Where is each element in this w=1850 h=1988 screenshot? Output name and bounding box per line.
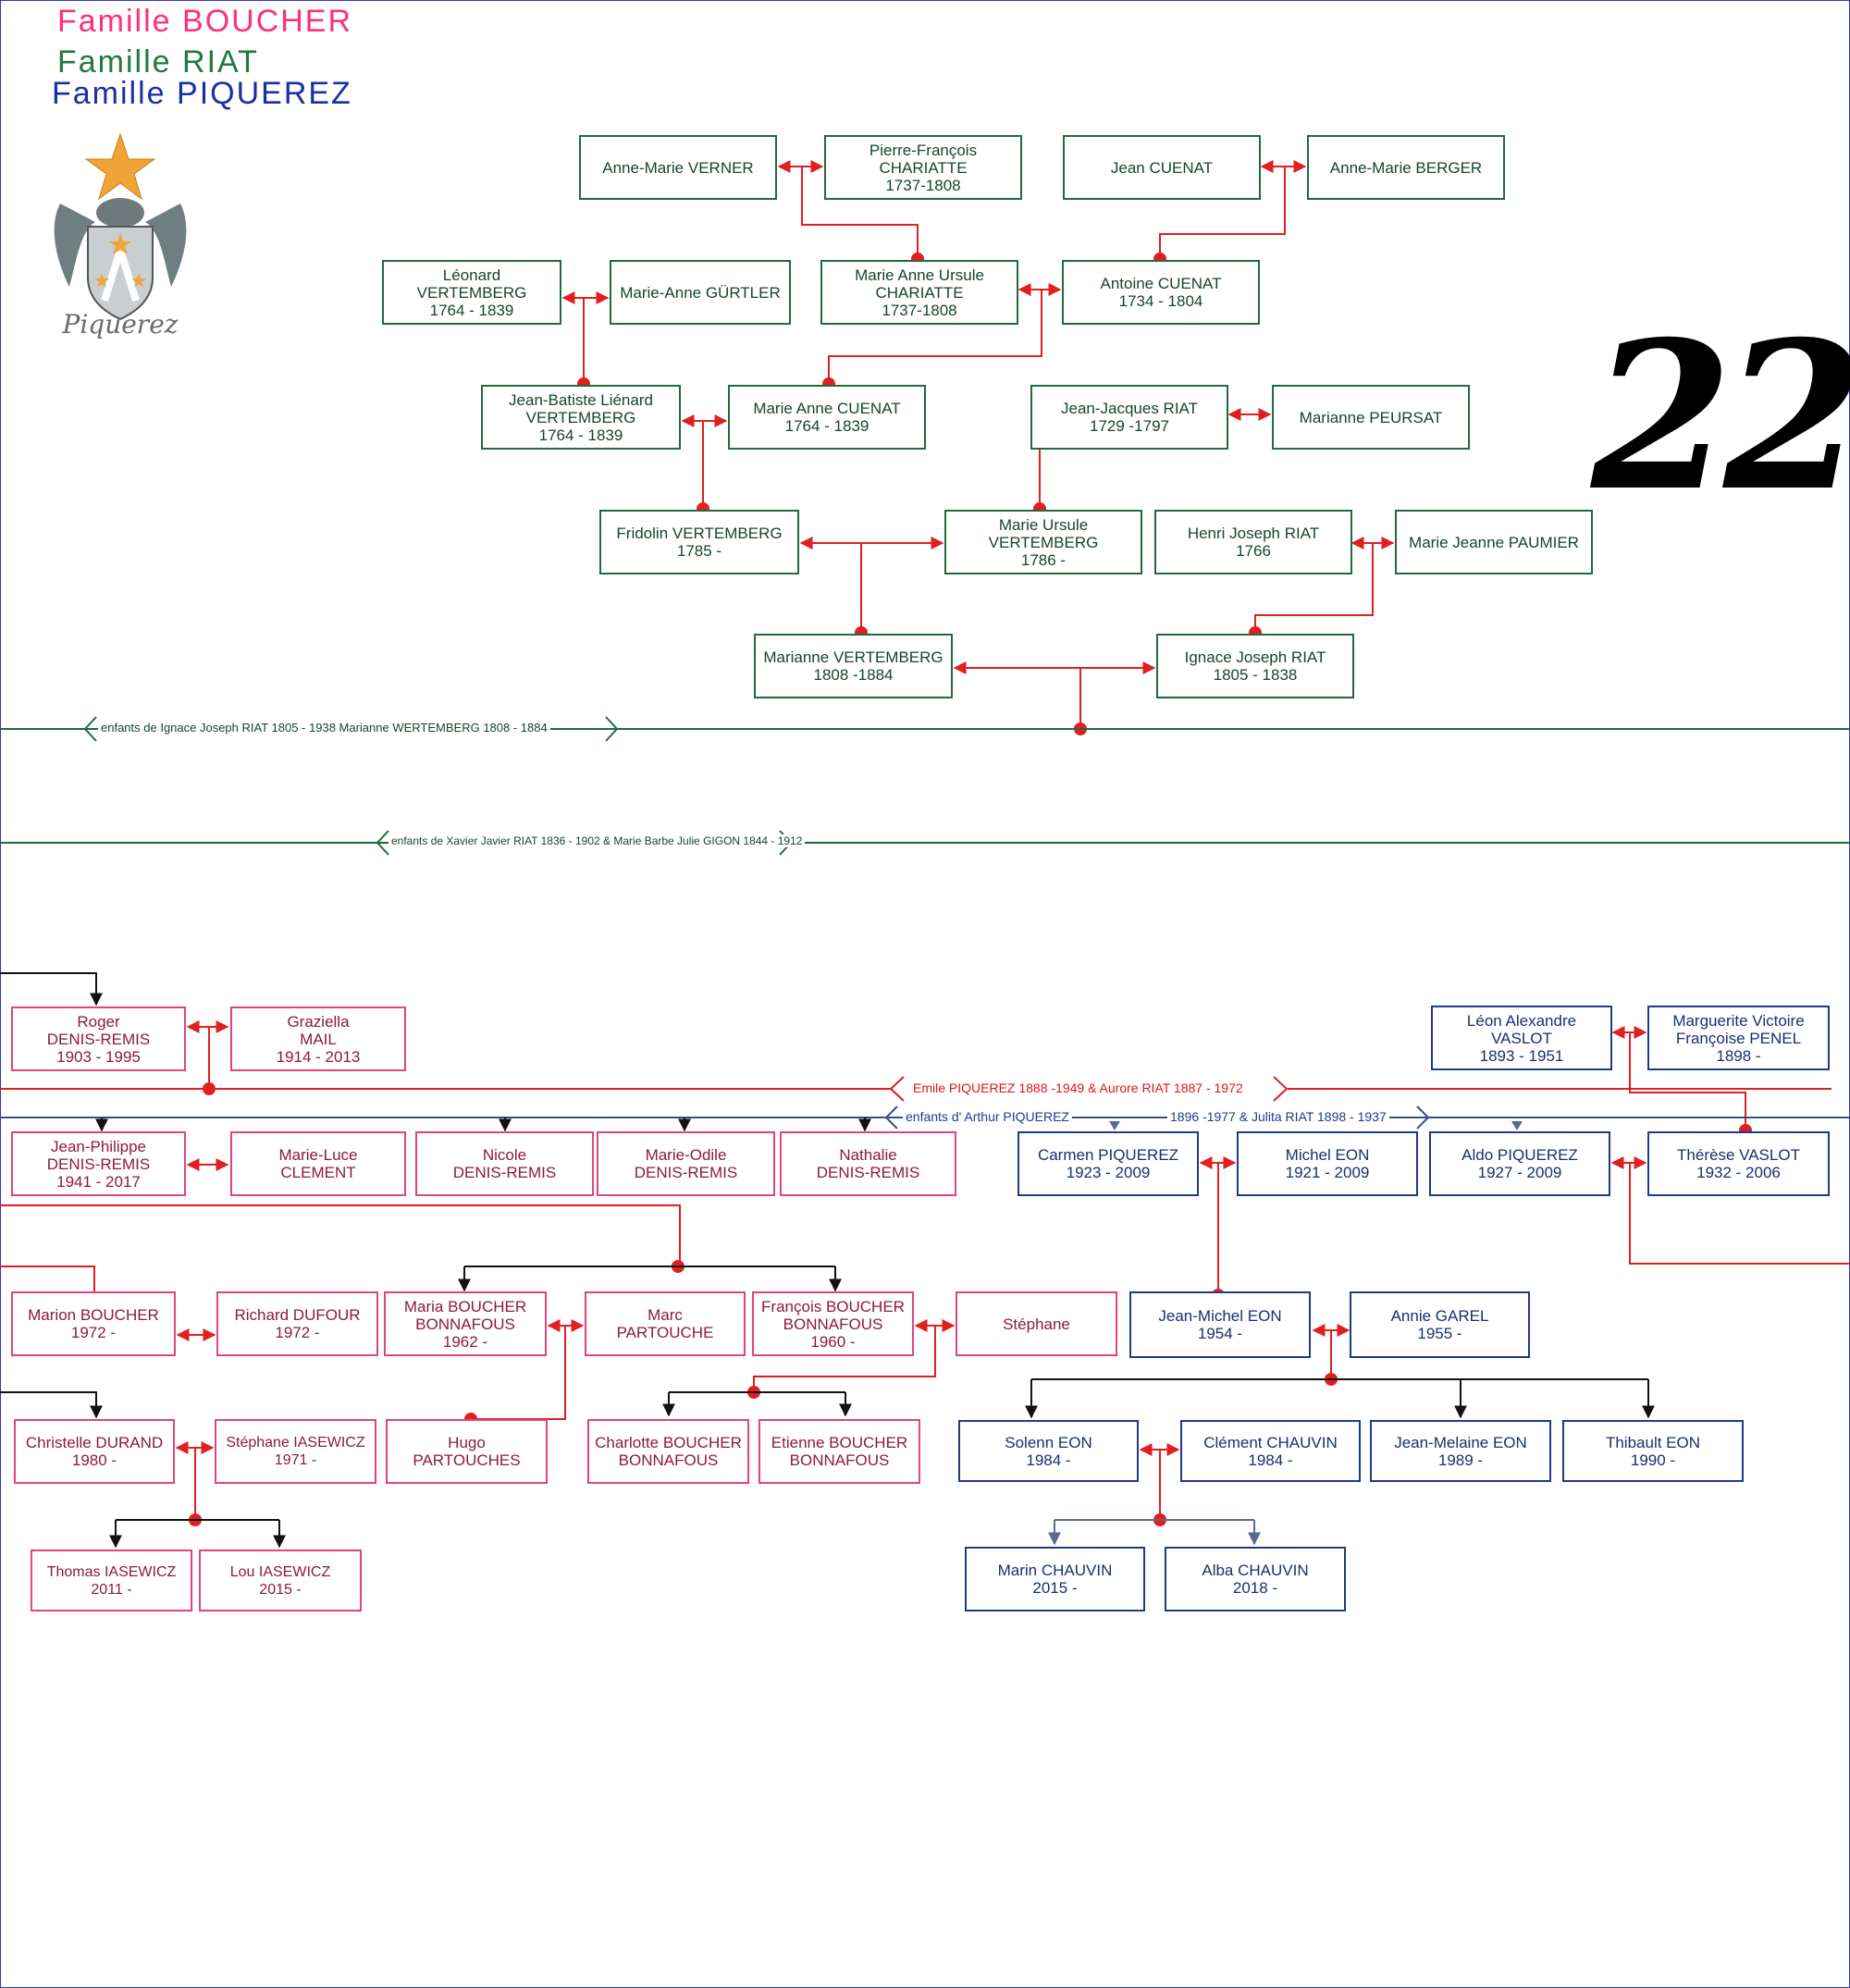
legend-boucher: Famille BOUCHER <box>57 4 353 39</box>
person-box-nicole[interactable]: Nicole DENIS-REMIS <box>415 1131 594 1196</box>
person-box-ij-riat[interactable]: Ignace Joseph RIAT 1805 - 1838 <box>1156 634 1354 698</box>
band-label-xavier: enfants de Xavier Javier RIAT 1836 - 190… <box>388 834 806 847</box>
person-box-clement-c[interactable]: Clément CHAUVIN 1984 - <box>1180 1420 1361 1482</box>
band-label-ignace: enfants de Ignace Joseph RIAT 1805 - 193… <box>98 721 550 735</box>
person-box-dufour[interactable]: Richard DUFOUR 1972 - <box>216 1291 378 1356</box>
person-box-leon-vaslot[interactable]: Léon Alexandre VASLOT 1893 - 1951 <box>1431 1006 1612 1070</box>
person-box-garel[interactable]: Annie GAREL 1955 - <box>1350 1291 1530 1358</box>
person-box-paumier[interactable]: Marie Jeanne PAUMIER <box>1395 510 1593 574</box>
coat-of-arms-icon: Piquerez <box>54 132 187 340</box>
person-box-a-cuenat[interactable]: Antoine CUENAT 1734 - 1804 <box>1062 260 1260 325</box>
person-box-jj-riat[interactable]: Jean-Jacques RIAT 1729 -1797 <box>1030 385 1228 450</box>
person-box-maria-b[interactable]: Maria BOUCHER BONNAFOUS 1962 - <box>384 1291 547 1356</box>
person-box-carmen[interactable]: Carmen PIQUEREZ 1923 - 2009 <box>1018 1131 1199 1196</box>
band-label-emile: Emile PIQUEREZ 1888 -1949 & Aurore RIAT … <box>910 1080 1246 1095</box>
person-box-hj-riat[interactable]: Henri Joseph RIAT 1766 <box>1154 510 1352 574</box>
legend-riat: Famille RIAT <box>57 44 259 80</box>
person-box-thomas-i[interactable]: Thomas IASEWICZ 2011 - <box>31 1550 192 1611</box>
person-box-marin[interactable]: Marin CHAUVIN 2015 - <box>965 1547 1145 1611</box>
person-box-graziella[interactable]: Graziella MAIL 1914 - 2013 <box>230 1006 406 1071</box>
legend-piquerez: Famille PIQUEREZ <box>52 76 352 111</box>
person-box-ma-cuenat[interactable]: Marie Anne CUENAT 1764 - 1839 <box>728 385 926 450</box>
person-box-etienne[interactable]: Etienne BOUCHER BONNAFOUS <box>758 1419 920 1484</box>
person-box-jm-eon[interactable]: Jean-Michel EON 1954 - <box>1129 1291 1311 1358</box>
person-box-fridolin[interactable]: Fridolin VERTEMBERG 1785 - <box>599 510 799 574</box>
person-box-pf-chariatte[interactable]: Pierre-François CHARIATTE 1737-1808 <box>824 135 1022 200</box>
person-box-mu-vertemberg[interactable]: Marie Ursule VERTEMBERG 1786 - <box>944 510 1142 574</box>
person-box-aldo[interactable]: Aldo PIQUEREZ 1927 - 2009 <box>1429 1131 1610 1196</box>
person-box-jmel-eon[interactable]: Jean-Melaine EON 1989 - <box>1370 1420 1551 1482</box>
person-box-nathalie[interactable]: Nathalie DENIS-REMIS <box>780 1131 956 1196</box>
person-box-marc[interactable]: Marc PARTOUCHE <box>585 1291 746 1356</box>
person-box-charlotte[interactable]: Charlotte BOUCHER BONNAFOUS <box>587 1419 749 1484</box>
person-box-marion[interactable]: Marion BOUCHER 1972 - <box>11 1291 176 1356</box>
person-box-stephane[interactable]: Stéphane <box>956 1291 1117 1356</box>
person-box-leonard[interactable]: Léonard VERTEMBERG 1764 - 1839 <box>382 260 561 325</box>
person-box-alba[interactable]: Alba CHAUVIN 2018 - <box>1165 1547 1346 1611</box>
person-box-marianne-v[interactable]: Marianne VERTEMBERG 1808 -1884 <box>754 634 953 698</box>
band-label-arthur-right: 1896 -1977 & Julita RIAT 1898 - 1937 <box>1167 1109 1389 1124</box>
person-box-peursat[interactable]: Marianne PEURSAT <box>1272 385 1470 450</box>
person-box-therese[interactable]: Thérèse VASLOT 1932 - 2006 <box>1647 1131 1830 1196</box>
person-box-iasewicz[interactable]: Stéphane IASEWICZ 1971 - <box>215 1419 376 1484</box>
person-box-jp-denis[interactable]: Jean-Philippe DENIS-REMIS 1941 - 2017 <box>11 1131 186 1196</box>
person-box-berger[interactable]: Anne-Marie BERGER <box>1307 135 1505 200</box>
person-box-jbl-vertemberg[interactable]: Jean-Batiste Liénard VERTEMBERG 1764 - 1… <box>481 385 681 450</box>
person-box-christelle[interactable]: Christelle DURAND 1980 - <box>14 1419 175 1484</box>
person-box-michel-eon[interactable]: Michel EON 1921 - 2009 <box>1237 1131 1418 1196</box>
band-label-arthur-left: enfants d' Arthur PIQUEREZ <box>903 1109 1072 1124</box>
person-box-verner[interactable]: Anne-Marie VERNER <box>579 135 777 200</box>
person-box-roger[interactable]: Roger DENIS-REMIS 1903 - 1995 <box>11 1006 186 1071</box>
person-box-mo-denis[interactable]: Marie-Odile DENIS-REMIS <box>597 1131 775 1196</box>
page-number: 22 <box>1591 296 1850 536</box>
person-box-j-cuenat[interactable]: Jean CUENAT <box>1063 135 1261 200</box>
person-box-solenn[interactable]: Solenn EON 1984 - <box>958 1420 1139 1482</box>
person-box-thibault[interactable]: Thibault EON 1990 - <box>1562 1420 1744 1482</box>
person-box-lou-i[interactable]: Lou IASEWICZ 2015 - <box>199 1550 362 1611</box>
person-box-ml-clement[interactable]: Marie-Luce CLEMENT <box>230 1131 406 1196</box>
person-box-penel[interactable]: Marguerite Victoire Françoise PENEL 1898… <box>1647 1006 1830 1070</box>
person-box-francois-b[interactable]: François BOUCHER BONNAFOUS 1960 - <box>752 1291 914 1356</box>
crest-label: Piquerez <box>61 309 178 340</box>
person-box-hugo[interactable]: Hugo PARTOUCHES <box>386 1419 548 1484</box>
person-box-mau-chariatte[interactable]: Marie Anne Ursule CHARIATTE 1737-1808 <box>820 260 1018 325</box>
person-box-gurtler[interactable]: Marie-Anne GÜRTLER <box>610 260 791 325</box>
